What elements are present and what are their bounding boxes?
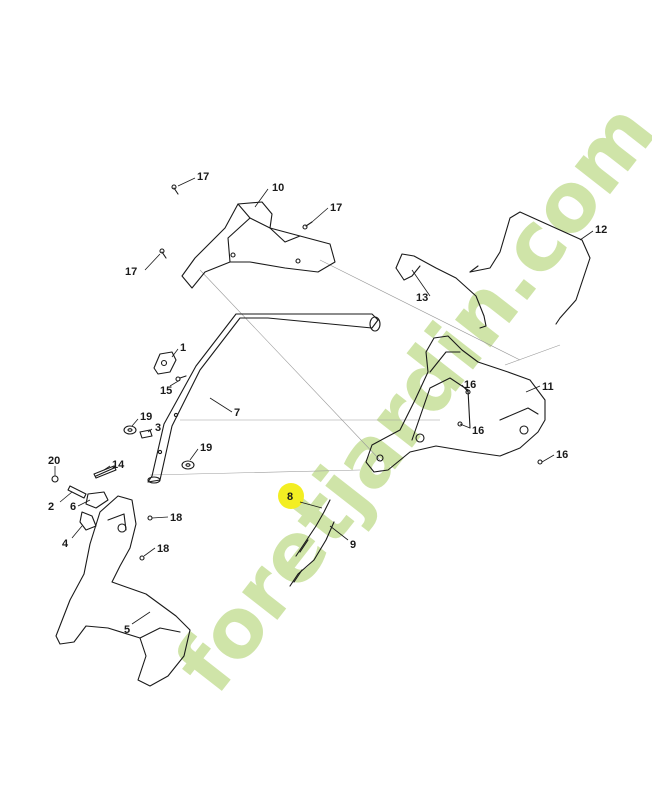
callout-7: 7: [234, 407, 240, 419]
callout-4: 4: [62, 538, 69, 550]
screw-part-18b: [139, 555, 145, 561]
cable-guide-part-1: [153, 351, 177, 375]
lower-handle-part-5: [55, 495, 191, 687]
nut-part-20: [51, 475, 59, 483]
cable-part-8: [295, 499, 331, 557]
callout-3: 3: [155, 422, 161, 434]
bracket-part-13: [395, 253, 487, 329]
lever-part-6: [85, 491, 109, 509]
screw-part-17c: [159, 248, 167, 259]
callout-12: 12: [595, 224, 607, 236]
screw-part-16b: [457, 421, 463, 427]
leader-lines: [54, 177, 594, 625]
watermark-text: foretjardin.com: [157, 86, 652, 710]
cable-part-9: [289, 521, 335, 587]
callout-5: 5: [124, 624, 130, 636]
callouts: 17 10 17 17 1 15 7 19 3 19 14 20 2 6 4 1…: [48, 171, 607, 636]
callout-19a: 19: [140, 411, 152, 423]
callout-17c: 17: [125, 266, 137, 278]
callout-18a: 18: [170, 512, 182, 524]
cover-part-10: [181, 201, 336, 289]
upper-handle-part-11: [365, 335, 546, 473]
screw-part-15: [175, 375, 187, 382]
callout-2: 2: [48, 501, 54, 513]
callout-13: 13: [416, 292, 428, 304]
callout-17b: 17: [330, 202, 342, 214]
washer-part-19b: [181, 460, 195, 470]
callout-20: 20: [48, 455, 60, 467]
bolt-part-14: [93, 465, 117, 479]
screw-part-16a: [465, 389, 471, 395]
callout-8: 8: [287, 491, 293, 503]
callout-15: 15: [160, 385, 172, 397]
clamp-part-4: [79, 511, 97, 531]
callout-18b: 18: [157, 543, 169, 555]
callout-10: 10: [272, 182, 284, 194]
assembly-guides: [149, 259, 561, 476]
washer-part-19a: [123, 425, 137, 435]
pin-part-3: [139, 429, 153, 439]
highlight-marker: [278, 483, 304, 509]
watermark: foretjardin.com: [157, 86, 652, 710]
screw-part-18a: [147, 515, 153, 521]
callout-17a: 17: [197, 171, 209, 183]
callout-11: 11: [542, 381, 554, 393]
screw-part-16c: [537, 459, 543, 465]
screw-part-17b: [302, 221, 313, 230]
callout-16b: 16: [472, 425, 484, 437]
bail-wire-part-12: [469, 211, 591, 325]
callout-14: 14: [112, 459, 125, 471]
callout-19b: 19: [200, 442, 212, 454]
bolt-part-2: [67, 485, 87, 499]
callout-16c: 16: [556, 449, 568, 461]
handle-tube-part-7: [147, 313, 381, 484]
callout-6: 6: [70, 501, 76, 513]
screw-part-17a: [171, 184, 179, 195]
callout-16a: 16: [464, 379, 476, 391]
callout-9: 9: [350, 539, 356, 551]
callout-1: 1: [180, 342, 186, 354]
